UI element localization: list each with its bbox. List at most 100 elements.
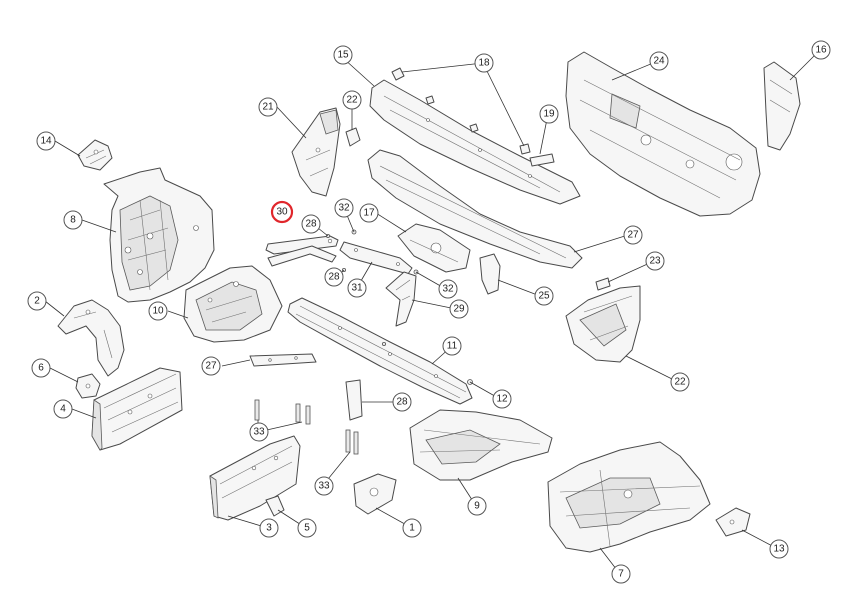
callout-32-upper[interactable]: 32 [334,198,354,218]
callout-22-lower-label: 23 [649,256,661,267]
part-10-wheel-arch [183,265,283,343]
callout-20[interactable]: 21 [258,97,278,117]
callout-27-lower-label: 28 [396,397,408,408]
part-31-cross-brace [339,241,413,275]
part-27-strip-upper [249,353,317,367]
callout-29[interactable]: 29 [449,299,469,319]
callout-9[interactable]: 9 [467,496,487,516]
callout-3[interactable]: 3 [259,518,279,538]
callouts: 14 8 2 6 4 10 21 22 15 18 19 24 16 27 17… [27,40,831,584]
callout-28-upper[interactable]: 28 [301,214,321,234]
callout-18[interactable]: 18 [474,53,494,73]
callout-9-label: 9 [474,501,480,512]
callout-22-upper-label: 22 [346,95,358,106]
callout-12[interactable]: 12 [492,389,512,409]
callout-20-label: 21 [262,102,274,113]
callout-14-label: 14 [40,136,52,147]
callout-15[interactable]: 15 [333,45,353,65]
part-30-strut-rod [265,235,339,267]
callout-22-lower[interactable]: 23 [645,251,665,271]
callout-18-label: 18 [478,58,490,69]
callout-27-upper[interactable]: 27 [201,356,221,376]
callout-28-upper-label: 28 [305,219,317,230]
part-24-panel [479,253,501,295]
callout-17[interactable]: 17 [359,203,379,223]
callout-16-label: 27 [627,230,639,241]
callout-1[interactable]: 1 [402,518,422,538]
part-18-clips [391,67,531,155]
part-2-bracket [57,299,125,377]
callout-7[interactable]: 7 [611,564,631,584]
part-6-plate [75,373,101,399]
part-19-clip [529,153,555,167]
callout-23-label: 24 [653,56,665,67]
callout-22-upper[interactable]: 22 [342,90,362,110]
callout-19[interactable]: 19 [539,104,559,124]
callout-28-lower[interactable]: 28 [324,267,344,287]
callout-5[interactable]: 5 [297,518,317,538]
part-25-side-bracket [763,61,801,151]
part-5-bracket [265,495,285,517]
callout-21[interactable]: 22 [670,372,690,392]
part-15-cowl-top [369,79,581,205]
callout-19-label: 19 [543,109,555,120]
callout-31[interactable]: 31 [347,278,367,298]
callout-2[interactable]: 2 [27,291,47,311]
callout-11[interactable]: 11 [442,336,462,356]
callout-25[interactable]: 16 [811,40,831,60]
part-33-bolts-lower [345,429,359,455]
callout-32-upper-label: 32 [338,203,350,214]
part-13-bracket [715,507,751,537]
callout-23[interactable]: 24 [649,51,669,71]
callout-17-label: 17 [363,208,375,219]
part-23-dash-panel [565,51,761,217]
part-21-side-panel [565,285,641,363]
callout-27-upper-label: 27 [205,361,217,372]
part-7-floor-assembly [547,441,711,553]
callout-16[interactable]: 27 [623,225,643,245]
callout-24[interactable]: 25 [534,286,554,306]
callout-31-label: 31 [351,283,363,294]
callout-13-label: 13 [773,544,785,555]
part-22-clip-upper [345,127,361,147]
callout-8[interactable]: 8 [63,210,83,230]
callout-30-label: 30 [276,207,288,218]
callout-33-upper-label: 33 [253,427,265,438]
callout-27-lower[interactable]: 28 [392,392,412,412]
callout-6[interactable]: 6 [31,358,51,378]
callout-6-label: 6 [38,363,44,374]
part-4-rail [91,367,183,451]
callout-8-label: 8 [70,215,76,226]
callout-25-label: 16 [815,45,827,56]
part-11-crossmember [287,297,473,405]
callout-3-label: 3 [266,523,272,534]
part-3-front-rail [209,435,301,521]
callout-7-label: 7 [618,569,624,580]
callout-13[interactable]: 13 [769,539,789,559]
part-9-wheelhouse [409,409,553,481]
callout-33-lower[interactable]: 33 [314,476,334,496]
callout-14[interactable]: 14 [36,131,56,151]
callout-4-label: 4 [60,404,66,415]
callout-15-label: 15 [337,50,349,61]
callout-24-label: 25 [538,291,550,302]
part-29-curved-brace [385,271,417,327]
callout-4[interactable]: 4 [53,399,73,419]
callout-33-lower-label: 33 [318,481,330,492]
part-27-strip-lower [345,379,363,421]
part-8-front-side-assembly [103,167,215,303]
callout-10[interactable]: 10 [148,301,168,321]
part-14-bracket [77,139,113,171]
callout-10-label: 10 [152,306,164,317]
part-1-mount [353,473,397,515]
part-20-pillar-bracket [291,107,341,197]
callout-12-label: 12 [496,394,508,405]
callout-5-label: 5 [304,523,310,534]
callout-32-lower[interactable]: 32 [438,279,458,299]
callout-33-upper[interactable]: 33 [249,422,269,442]
callout-28-lower-label: 28 [328,272,340,283]
callout-30[interactable]: 30 [270,200,294,224]
callout-32-lower-label: 32 [442,284,454,295]
part-33-bolts-upper [254,399,311,425]
